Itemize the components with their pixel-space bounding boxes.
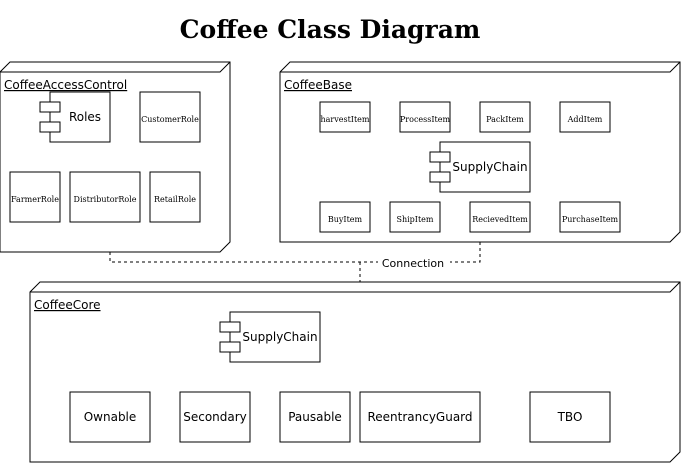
class-process-item: ProcessItem	[399, 101, 451, 133]
class-pack-item: PackItem	[479, 101, 531, 133]
class-farmer-role: FarmerRole	[9, 171, 61, 223]
node-3d-edge	[280, 61, 681, 73]
class-label: DistributorRole	[74, 195, 137, 204]
class-label: Pausable	[288, 410, 342, 424]
class-box	[559, 101, 611, 133]
class-box	[69, 171, 141, 223]
node-title: CoffeeAccessControl	[4, 78, 127, 92]
class-label: ShipItem	[396, 215, 433, 224]
class-recieved-item: RecievedItem	[469, 201, 531, 233]
diagram-title: Coffee Class Diagram	[180, 15, 481, 44]
access-control-connector	[109, 252, 378, 263]
class-purchase-item: PurchaseItem	[559, 201, 621, 233]
connection-label: Connection	[382, 257, 444, 270]
component-port-icon	[39, 121, 61, 133]
component-box	[229, 311, 321, 363]
node-coffee-base: CoffeeBase harvestItem ProcessItem PackI…	[279, 61, 681, 243]
class-label: harvestItem	[320, 115, 369, 124]
class-box	[479, 101, 531, 133]
class-ship-item: ShipItem	[389, 201, 441, 233]
class-box	[149, 171, 201, 223]
node-title: CoffeeBase	[284, 78, 352, 92]
class-label: PackItem	[486, 115, 524, 124]
class-retail-role: RetailRole	[149, 171, 201, 223]
class-label: BuyItem	[328, 215, 363, 224]
class-label: ProcessItem	[400, 115, 451, 124]
node-title: CoffeeCore	[34, 298, 101, 312]
class-box	[359, 391, 481, 443]
class-distributor-role: DistributorRole	[69, 171, 141, 223]
class-label: TBO	[557, 410, 583, 424]
class-harvest-item: harvestItem	[319, 101, 371, 133]
class-label: FarmerRole	[11, 195, 59, 204]
node-coffee-access-control: CoffeeAccessControl Roles CustomerRole F…	[0, 61, 231, 253]
component-label: SupplyChain	[242, 330, 317, 344]
class-add-item: AddItem	[559, 101, 611, 133]
class-box	[69, 391, 151, 443]
component-box	[439, 141, 531, 193]
component-label: Roles	[69, 110, 101, 124]
node-coffee-core: CoffeeCore SupplyChain Ownable Secondary…	[29, 281, 681, 463]
class-box	[279, 391, 351, 443]
class-pausable: Pausable	[279, 391, 351, 443]
class-box	[529, 391, 611, 443]
class-label: CustomerRole	[141, 115, 199, 124]
component-port-icon	[39, 101, 61, 113]
component-port-icon	[429, 151, 451, 163]
class-box	[559, 201, 621, 233]
class-box	[9, 171, 61, 223]
class-box	[389, 201, 441, 233]
class-reentrancy-guard: ReentrancyGuard	[359, 391, 481, 443]
component-port-icon	[429, 171, 451, 183]
class-label: ReentrancyGuard	[367, 410, 472, 424]
class-tbo: TBO	[529, 391, 611, 443]
component-label: SupplyChain	[452, 160, 527, 174]
component-supply-chain-base: SupplyChain	[429, 141, 531, 193]
class-customer-role: CustomerRole	[139, 91, 201, 143]
class-box	[319, 101, 371, 133]
component-roles: Roles	[39, 91, 111, 143]
connection-lines	[109, 242, 571, 392]
class-ownable: Ownable	[69, 391, 151, 443]
class-label: Ownable	[84, 410, 137, 424]
class-label: PurchaseItem	[562, 215, 619, 224]
class-box	[319, 201, 371, 233]
component-supply-chain-core: SupplyChain	[219, 311, 321, 363]
class-box	[469, 201, 531, 233]
base-connector	[450, 242, 481, 263]
class-label: AddItem	[567, 115, 603, 124]
class-buy-item: BuyItem	[319, 201, 371, 233]
component-port-icon	[219, 341, 241, 353]
class-secondary: Secondary	[179, 391, 251, 443]
class-box	[139, 91, 201, 143]
node-3d-edge	[30, 281, 681, 293]
class-label: RetailRole	[154, 195, 196, 204]
class-label: RecievedItem	[472, 215, 528, 224]
node-3d-edge	[0, 61, 231, 73]
class-label: Secondary	[183, 410, 247, 424]
component-box	[49, 91, 111, 143]
component-port-icon	[219, 321, 241, 333]
class-box	[179, 391, 251, 443]
class-box	[399, 101, 451, 133]
